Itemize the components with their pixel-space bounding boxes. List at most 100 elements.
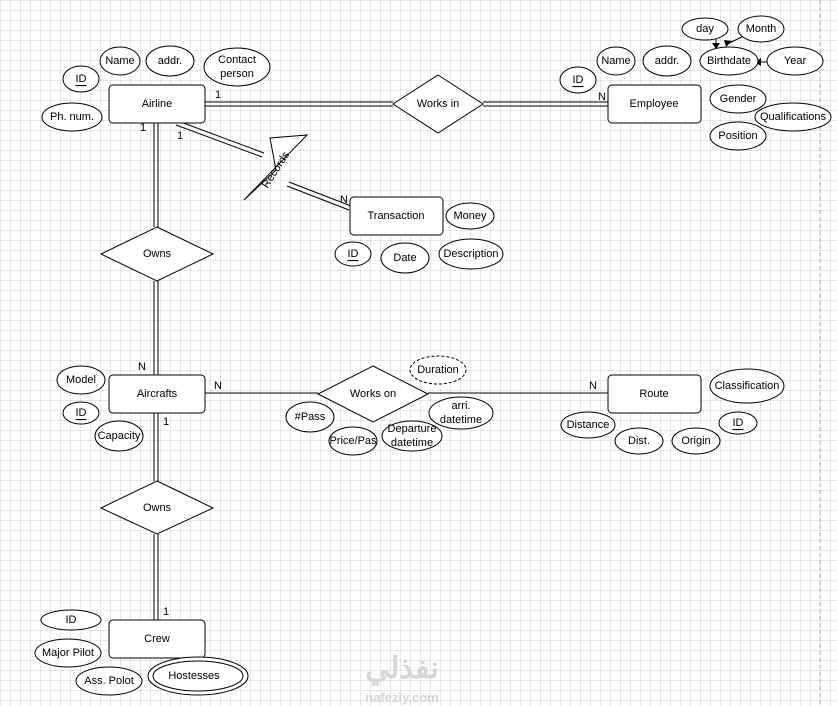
attr-transaction-money-label: Money [453,210,487,222]
attr-airline-id[interactable] [62,65,100,93]
attr-crew-id-label: ID [66,614,77,626]
attr-transaction-date-label: Date [393,252,416,264]
attr-airline-name-label: Name [105,55,134,67]
relationship-works-on[interactable] [316,365,430,423]
attr-birth-day-label: day [696,23,714,35]
attr-birth-month[interactable] [737,15,785,43]
airline-records-line [177,120,265,154]
attr-works-on-pass[interactable] [285,401,335,433]
entity-crew-label: Crew [144,633,170,645]
entity-aircrafts[interactable] [108,374,206,414]
attr-aircraft-id-label: ID [76,407,87,419]
attr-airline-contact-label-line2: person [220,68,254,80]
attr-employee-birthdate[interactable] [699,46,759,76]
card-aircrafts-owned: N [138,361,146,373]
attr-employee-gender-label: Gender [720,93,757,105]
attr-works-on-price[interactable] [328,426,378,456]
entity-employee-label: Employee [630,98,679,110]
attr-works-on-price-label: Price/Pas [329,435,377,447]
attr-airline-contact[interactable] [203,47,271,87]
entity-airline[interactable] [108,84,206,124]
attr-transaction-id-label: ID [348,248,359,260]
attr-airline-name[interactable] [99,46,141,76]
relationship-owns-airline[interactable] [99,226,215,282]
attr-aircraft-id[interactable] [62,401,100,425]
attr-employee-birthdate-label: Birthdate [707,55,751,67]
attr-transaction-description-label: Description [443,248,498,260]
entity-route[interactable] [607,374,702,414]
attr-employee-position[interactable] [709,121,767,151]
entity-aircrafts-label: Aircrafts [137,388,178,400]
attr-works-on-arrival-label-line2: datetime [440,414,482,426]
attr-airline-phone[interactable] [41,102,103,132]
attr-works-on-arrival-label-line1: arri. [452,400,471,412]
attr-route-id[interactable] [718,411,758,435]
attr-crew-major-pilot-label: Major Pilot [42,647,94,659]
attr-works-on-arrival[interactable] [428,396,494,430]
entity-transaction[interactable] [349,196,444,236]
attr-birth-year[interactable] [766,46,824,76]
attr-transaction-description[interactable] [438,238,504,270]
card-airline-owns: 1 [140,122,146,134]
card-route-works-on: N [589,380,597,392]
records-transaction-line [288,181,352,207]
watermark-arabic: نفذلي [365,652,438,686]
attr-airline-id-label: ID [76,73,87,85]
attr-works-on-departure[interactable] [381,420,443,452]
attr-works-on-departure-label-line1: Departure [388,423,437,435]
attr-crew-ass-pilot-label: Ass. Polot [84,675,134,687]
attr-works-on-pass-label: #Pass [295,411,326,423]
attr-works-on-duration-label: Duration [417,364,459,376]
attr-aircraft-capacity[interactable] [94,420,144,452]
attr-route-origin[interactable] [671,427,721,455]
attr-birth-month-label: Month [746,23,777,35]
attr-employee-qualifications[interactable] [754,102,832,132]
attr-route-classification[interactable] [709,368,785,404]
attr-employee-name-label: Name [601,55,630,67]
relationship-works-in[interactable] [392,74,484,134]
entity-crew[interactable] [108,619,206,659]
attr-airline-addr[interactable] [145,45,195,77]
attr-route-dist[interactable] [614,427,664,455]
entity-airline-label: Airline [142,98,173,110]
attr-employee-id-label: ID [573,74,584,86]
card-airline-records: 1 [177,130,183,142]
attr-transaction-id[interactable] [334,241,372,267]
attr-aircraft-model[interactable] [56,365,106,395]
attr-aircraft-model-label: Model [66,374,96,386]
attr-route-distance[interactable] [560,411,616,439]
entity-route-label: Route [639,388,668,400]
attr-employee-addr[interactable] [642,45,692,77]
attr-birth-day[interactable] [681,17,729,41]
month-birthdate-arrow [728,35,745,44]
attr-airline-phone-label: Ph. num. [50,111,94,123]
attr-transaction-money[interactable] [445,202,495,230]
card-airline-works-in: 1 [215,89,221,101]
attr-employee-gender[interactable] [709,84,767,114]
attr-employee-qualifications-label: Qualifications [760,111,827,123]
attr-crew-major-pilot[interactable] [34,638,102,668]
attr-employee-id[interactable] [559,66,597,94]
attr-route-dist-label: Dist. [628,435,650,447]
attr-birth-year-label: Year [784,55,807,67]
attr-crew-ass-pilot[interactable] [75,666,143,696]
relationship-works-in-label: Works in [417,98,460,110]
relationship-owns-airline-label: Owns [143,248,172,260]
attr-route-classification-label: Classification [715,380,780,392]
attr-airline-addr-label: addr. [158,55,182,67]
attr-employee-position-label: Position [718,130,757,142]
attr-crew-id[interactable] [40,609,102,631]
attr-route-id-label: ID [733,417,744,429]
attr-crew-hostesses-label: Hostesses [168,670,220,682]
attr-transaction-date[interactable] [380,242,430,274]
attr-employee-name[interactable] [596,46,636,76]
attr-works-on-departure-label-line2: datetime [391,437,433,449]
relationship-records[interactable] [243,134,309,201]
entity-employee[interactable] [607,84,702,124]
relationship-owns-aircrafts[interactable] [99,480,215,535]
card-crew-owned: 1 [163,606,169,618]
attr-works-on-duration[interactable] [409,355,467,385]
attr-route-origin-label: Origin [681,435,710,447]
watermark-latin: nafezly.com [365,690,438,705]
card-aircrafts-owns: 1 [163,416,169,428]
